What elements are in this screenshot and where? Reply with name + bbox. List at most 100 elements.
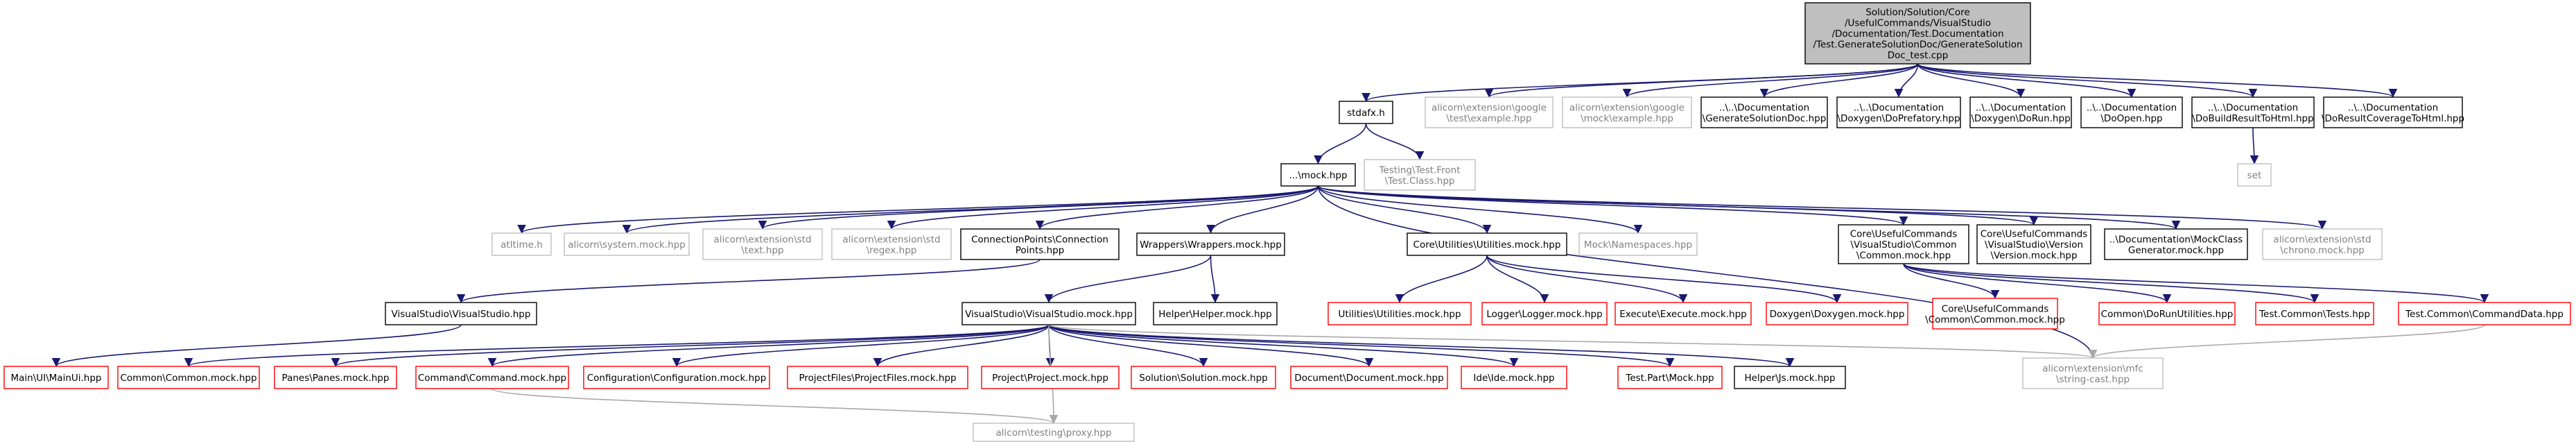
node-label-line: Solution\Solution.mock.hpp xyxy=(1139,373,1267,384)
node-connpts[interactable]: ConnectionPoints\ConnectionPoints.hpp xyxy=(960,228,1120,260)
node-atltime[interactable]: atltime.h xyxy=(491,232,552,256)
node-label-line: ..\..\Documentation xyxy=(1719,102,1809,113)
node-stringcast[interactable]: alicorn\extension\mfc\string-cast.hpp xyxy=(2022,357,2164,389)
node-exttext[interactable]: alicorn\extension\std\text.hpp xyxy=(702,228,823,260)
node-utilmock[interactable]: Utilities\Utilities.mock.hpp xyxy=(1328,302,1472,325)
node-testcommontests[interactable]: Test.Common\Tests.hpp xyxy=(2255,302,2374,325)
node-label-line: stdafx.h xyxy=(1347,108,1385,119)
node-label-line: \VisualStudio\Common xyxy=(1850,239,1956,250)
node-box xyxy=(2098,302,2236,325)
node-panesmock[interactable]: Panes\Panes.mock.hpp xyxy=(274,366,397,389)
node-mockhpp[interactable]: ...\mock.hpp xyxy=(1280,163,1356,187)
node-gexample[interactable]: alicorn\extension\google\test\example.hp… xyxy=(1425,96,1554,128)
node-box xyxy=(1804,2,2031,65)
edge-mockhpp-to-mocknames xyxy=(1317,185,1643,234)
node-label-line: Mock\Namespaces.hpp xyxy=(1584,239,1692,250)
node-label-line: \Doxygen\DoPrefatory.hpp xyxy=(1837,113,1960,124)
node-idemock[interactable]: Ide\Ide.mock.hpp xyxy=(1461,366,1567,389)
node-doxmock[interactable]: Doxygen\Doxygen.mock.hpp xyxy=(1766,302,1908,325)
node-label-line: Document\Document.mock.hpp xyxy=(1294,373,1443,384)
node-box xyxy=(1364,159,1476,191)
node-label-line: alicorn\extension\google xyxy=(1569,102,1685,113)
node-box xyxy=(1969,96,2072,128)
node-helpermock[interactable]: Helper\Helper.mock.hpp xyxy=(1153,302,1278,325)
node-label-line: \Version.mock.hpp xyxy=(1990,250,2077,262)
node-set[interactable]: set xyxy=(2237,163,2272,187)
node-vsvs[interactable]: VisualStudio\VisualStudio.hpp xyxy=(385,302,537,325)
edge-utilities-to-doxmock xyxy=(1486,255,1842,303)
node-mainui[interactable]: Main\UI\MainUi.hpp xyxy=(3,366,109,389)
node-corecommon[interactable]: Core\UsefulCommands\VisualStudio\Common\… xyxy=(1838,224,1969,264)
node-label-line: Test.Part\Mock.hpp xyxy=(1625,373,1714,384)
node-projectmock[interactable]: Project\Project.mock.hpp xyxy=(981,366,1120,389)
node-documentmock[interactable]: Document\Document.mock.hpp xyxy=(1290,366,1448,389)
node-box xyxy=(1339,101,1393,124)
node-label-line: Helper\Js.mock.hpp xyxy=(1744,373,1835,384)
edge-vsvsmock-to-stringcast xyxy=(1048,324,2097,359)
node-box xyxy=(1481,302,1608,325)
node-wrappers[interactable]: Wrappers\Wrappers.mock.hpp xyxy=(1136,232,1285,256)
node-label-line: Project\Project.mock.hpp xyxy=(992,373,1108,384)
node-box xyxy=(2398,302,2571,325)
node-box xyxy=(2191,96,2315,128)
node-box xyxy=(1407,232,1567,256)
node-box xyxy=(1838,224,1969,264)
edge-vsvsmock-to-testpartmock xyxy=(1048,324,1674,367)
node-proxy[interactable]: alicorn\testing\proxy.hpp xyxy=(973,423,1135,442)
node-label-line: alicorn\extension\google xyxy=(1431,102,1547,113)
node-solutionmock[interactable]: Solution\Solution.mock.hpp xyxy=(1131,366,1276,389)
edge-mockhpp-to-chrono xyxy=(1317,185,2326,230)
node-label-line: \Doxygen\DoRun.hpp xyxy=(1971,113,2070,124)
node-label-line: \Test.Class.hpp xyxy=(1385,176,1455,187)
node-mexample[interactable]: alicorn\extension\google\mock\example.hp… xyxy=(1562,96,1692,128)
node-extregex[interactable]: alicorn\extension\std\regex.hpp xyxy=(831,228,952,260)
node-mocknames[interactable]: Mock\Namespaces.hpp xyxy=(1578,232,1698,256)
node-testfront[interactable]: Testing\Test.Front\Test.Class.hpp xyxy=(1364,159,1476,191)
node-label-line: \text.hpp xyxy=(741,245,783,256)
node-box xyxy=(1578,232,1698,256)
node-testcommoncmd[interactable]: Test.Common\CommandData.hpp xyxy=(2398,302,2571,325)
node-commandmock[interactable]: Command\Command.mock.hpp xyxy=(415,366,569,389)
node-label-line: ProjectFiles\ProjectFiles.mock.hpp xyxy=(799,373,956,384)
edge-corecommon-to-testcommontests xyxy=(1903,263,2320,303)
node-projfilesmock[interactable]: ProjectFiles\ProjectFiles.mock.hpp xyxy=(787,366,968,389)
node-root[interactable]: Solution/Solution/Core/UsefulCommands/Vi… xyxy=(1804,2,2031,65)
node-dobuild[interactable]: ..\..\Documentation\DoBuildResultToHtml.… xyxy=(2191,96,2315,128)
node-mockclassgen[interactable]: ..\Documentation\MockClassGenerator.mock… xyxy=(2104,228,2248,260)
edge-commandmock-to-proxy xyxy=(491,388,1058,424)
node-dorunutil[interactable]: Common\DoRunUtilities.hpp xyxy=(2098,302,2236,325)
node-execmock[interactable]: Execute\Execute.mock.hpp xyxy=(1615,302,1752,325)
node-corecommonred[interactable]: Core\UsefulCommands\Common\Common.mock.h… xyxy=(1925,298,2065,330)
node-label-line: Wrappers\Wrappers.mock.hpp xyxy=(1140,239,1282,250)
edge-dobuild-to-set xyxy=(2249,127,2259,164)
node-stdafx[interactable]: stdafx.h xyxy=(1339,101,1393,124)
node-utilities[interactable]: Core\Utilities\Utilities.mock.hpp xyxy=(1407,232,1567,256)
node-box xyxy=(1153,302,1278,325)
node-label-line: Solution/Solution/Core xyxy=(1865,7,1969,18)
node-doxpref[interactable]: ..\..\Documentation\Doxygen\DoPrefatory.… xyxy=(1836,96,1961,128)
dependency-edges xyxy=(51,63,2489,424)
node-sysmock[interactable]: alicorn\system.mock.hpp xyxy=(564,232,690,256)
node-doxrun[interactable]: ..\..\Documentation\Doxygen\DoRun.hpp xyxy=(1969,96,2072,128)
node-loggermock[interactable]: Logger\Logger.mock.hpp xyxy=(1481,302,1608,325)
edge-root-to-doxpref xyxy=(1894,63,1919,98)
node-helperjsmock[interactable]: Helper\Js.mock.hpp xyxy=(1734,366,1846,389)
node-label-line: Panes\Panes.mock.hpp xyxy=(282,373,390,384)
node-docov[interactable]: ..\..\Documentation\DoResultCoverageToHt… xyxy=(2322,96,2464,128)
edge-stdafx-to-testfront xyxy=(1365,123,1425,160)
node-commonmock[interactable]: Common\Common.mock.hpp xyxy=(117,366,260,389)
node-label-line: ConnectionPoints\Connection xyxy=(971,234,1108,245)
node-doopen[interactable]: ..\..\Documentation\DoOpen.hpp xyxy=(2080,96,2183,128)
node-coreversion[interactable]: Core\UsefulCommands\VisualStudio\Version… xyxy=(1976,224,2091,264)
node-label-line: ..\..\Documentation xyxy=(2087,102,2177,113)
node-chrono[interactable]: alicorn\extension\std\chrono.mock.hpp xyxy=(2262,228,2383,260)
edge-root-to-doxrun xyxy=(1917,63,2026,98)
node-box xyxy=(3,366,109,389)
node-label-line: Core\UsefulCommands xyxy=(1942,303,2049,314)
node-gensol[interactable]: ..\..\Documentation\GenerateSolutionDoc.… xyxy=(1700,96,1828,128)
node-vsvsmock[interactable]: VisualStudio\VisualStudio.mock.hpp xyxy=(961,302,1136,325)
edge-mockhpp-to-atltime xyxy=(517,185,1319,234)
edge-testcommoncmd-to-stringcast xyxy=(2088,324,2485,359)
node-testpartmock[interactable]: Test.Part\Mock.hpp xyxy=(1617,366,1723,389)
node-configmock[interactable]: Configuration\Configuration.mock.hpp xyxy=(583,366,770,389)
